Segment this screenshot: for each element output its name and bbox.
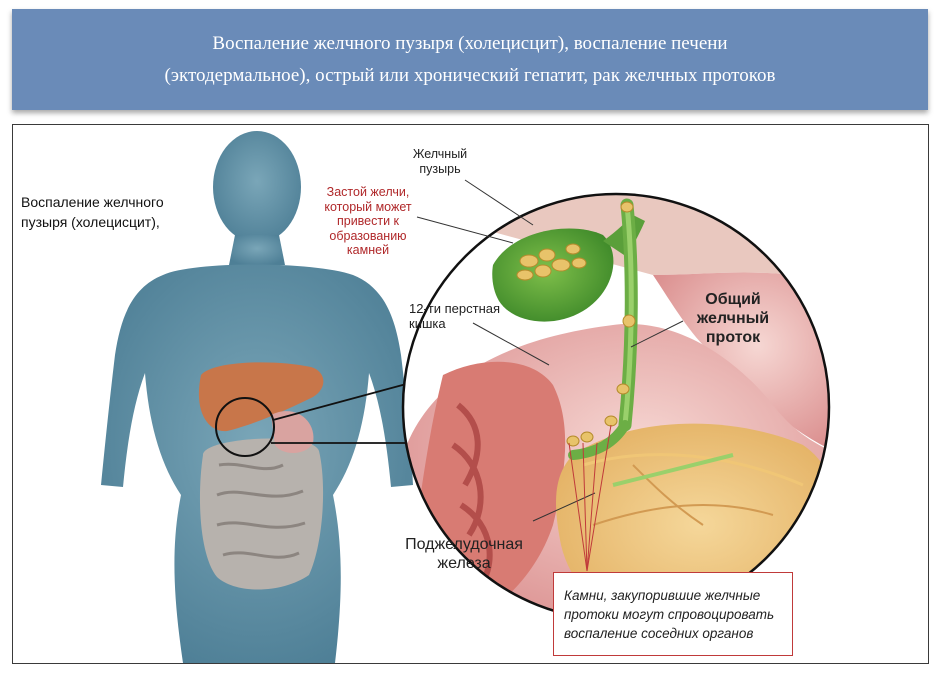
label-bile-stasis-line-2: который может [311, 200, 425, 215]
label-bile-stasis: Застой желчи, который может привести к о… [311, 185, 425, 258]
label-pancreas-line-2: железа [395, 554, 533, 573]
label-bile-stasis-line-5: камней [311, 243, 425, 258]
label-gallbladder: Желчный пузырь [401, 147, 479, 177]
side-note-line-2: пузыря (холецисцит), [21, 212, 211, 232]
label-duodenum-line-1: 12-ти перстная [409, 301, 539, 316]
label-duodenum-line-2: кишка [409, 316, 539, 331]
stones-note-line-1: Камни, закупорившие желчные [564, 586, 792, 605]
label-bile-duct-line-1: Общий [681, 290, 785, 309]
label-bile-duct-line-2: желчный [681, 309, 785, 328]
label-pancreas-line-1: Поджелудочная [395, 535, 533, 554]
label-pancreas: Поджелудочная железа [395, 535, 533, 573]
label-common-bile-duct: Общий желчный проток [681, 290, 785, 347]
label-duodenum: 12-ти перстная кишка [409, 301, 539, 331]
label-gallbladder-line-1: Желчный [401, 147, 479, 162]
stones-note-line-3: воспаление соседних органов [564, 624, 792, 643]
header-banner: Воспаление желчного пузыря (холецисцит),… [12, 9, 928, 110]
stones-note-box: Камни, закупорившие желчные протоки могу… [553, 572, 793, 656]
header-line-2: (эктодермальное), острый или хронический… [165, 60, 776, 92]
illustration-frame: Воспаление желчного пузыря (холецисцит),… [12, 124, 929, 664]
stones-note-line-2: протоки могут спровоцировать [564, 605, 792, 624]
intestines-small [200, 439, 323, 590]
side-note: Воспаление желчного пузыря (холецисцит), [21, 192, 211, 232]
label-bile-stasis-line-3: привести к [311, 214, 425, 229]
side-note-line-1: Воспаление желчного [21, 192, 211, 212]
label-gallbladder-line-2: пузырь [401, 162, 479, 177]
label-bile-duct-line-3: проток [681, 328, 785, 347]
label-bile-stasis-line-1: Застой желчи, [311, 185, 425, 200]
label-bile-stasis-line-4: образованию [311, 229, 425, 244]
header-line-1: Воспаление желчного пузыря (холецисцит),… [212, 28, 727, 60]
